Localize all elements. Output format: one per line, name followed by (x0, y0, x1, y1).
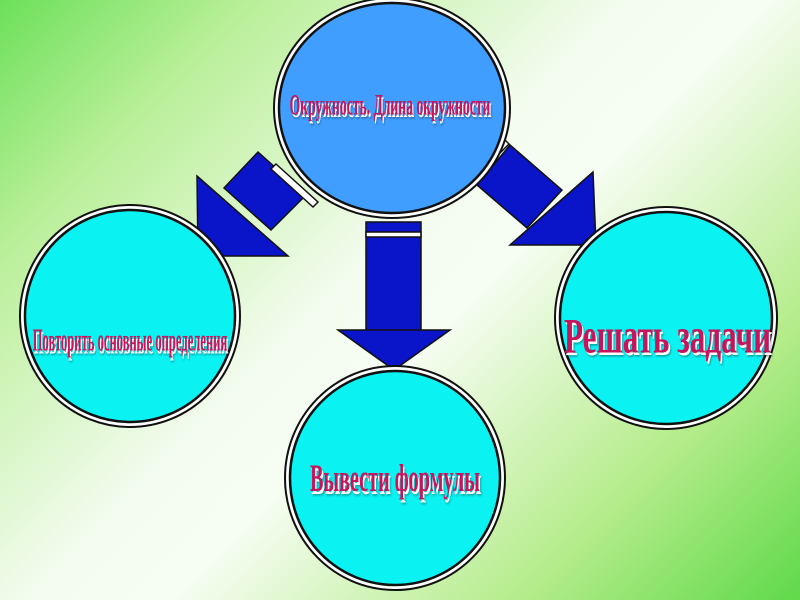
arrow-to-left-stripe (269, 162, 320, 209)
right-circle-label: Решать задачи (563, 306, 772, 364)
right-circle-body (558, 210, 774, 426)
arrow-to-left (196, 150, 320, 257)
left-circle-label: Повторить основные определения (32, 321, 228, 358)
center-circle (273, 0, 511, 219)
arrow-to-bottom-stripe (365, 231, 422, 238)
center-circle-label: Окружность. Длина окружности (289, 87, 491, 122)
left-circle (19, 204, 241, 428)
arrow-to-bottom-shaft (365, 221, 422, 333)
center-circle-body (277, 1, 507, 215)
arrow-to-bottom-head (335, 329, 453, 371)
arrow-to-right-head (508, 170, 597, 246)
arrow-to-bottom (335, 221, 453, 371)
bottom-circle (284, 365, 506, 591)
left-circle-body (23, 208, 237, 424)
bottom-circle-label: Вывести формулы (309, 457, 481, 501)
bottom-circle-body (288, 369, 502, 587)
right-circle (554, 206, 778, 430)
arrow-to-left-head (196, 174, 290, 257)
